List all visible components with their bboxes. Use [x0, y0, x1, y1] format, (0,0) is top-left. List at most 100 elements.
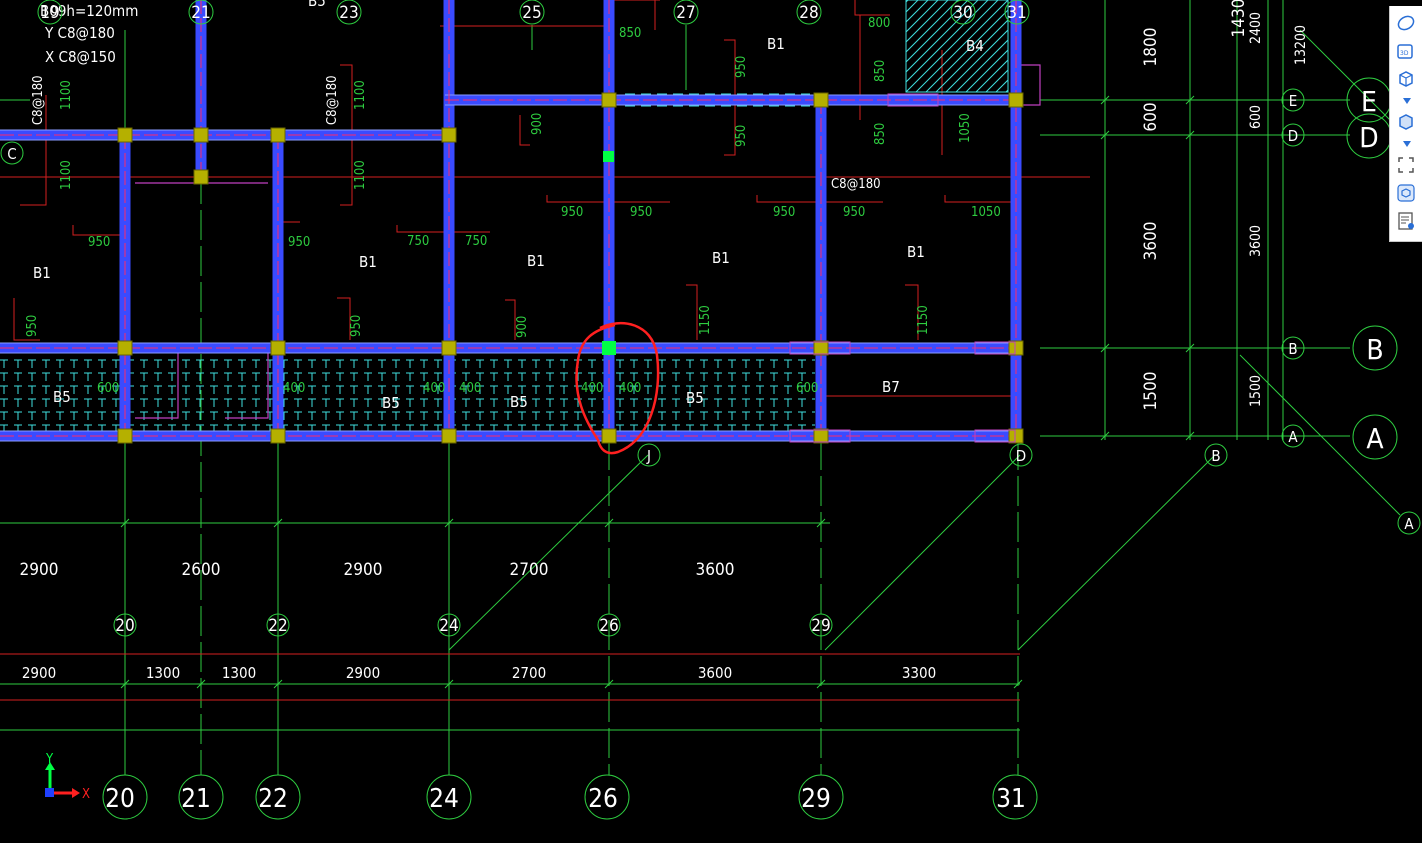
axis-bubble-B-diag: B [1204, 443, 1228, 467]
rebar-labels: C8@180 C8@180 C8@180 [31, 75, 881, 192]
highlight-annotation [575, 321, 660, 455]
beams [0, 0, 1022, 442]
slab-label: B1 [767, 35, 785, 53]
rebar-label: C8@180 [325, 75, 340, 125]
svg-text:19: 19 [40, 3, 59, 23]
axis-bubble-25: 25 [519, 0, 545, 25]
svg-text:400: 400 [459, 381, 481, 396]
svg-text:E: E [1361, 85, 1377, 118]
axis-bubble-E-big: E [1346, 77, 1392, 123]
svg-text:E: E [1289, 92, 1298, 110]
svg-text:22: 22 [258, 784, 288, 814]
diag-axis-A [1239, 354, 1401, 516]
svg-text:1100: 1100 [353, 160, 368, 190]
svg-text:3600: 3600 [1248, 225, 1264, 257]
slab-label: B5 [382, 394, 400, 412]
axis-bubble-31-bottom: 31 [992, 774, 1038, 820]
dimension-text-right-big: 1800 600 3600 1500 1430 [1141, 0, 1249, 410]
rebar-label: C8@180 [31, 75, 46, 125]
slab-label: B1 [527, 252, 545, 270]
layer-cube-icon[interactable] [1394, 181, 1418, 205]
magenta-outlines [135, 64, 1041, 419]
svg-text:A: A [1404, 515, 1414, 533]
box-view-icon[interactable] [1394, 67, 1418, 91]
properties-panel-icon[interactable] [1394, 209, 1418, 233]
diag-axis-B [1017, 454, 1216, 651]
slab-hatch-B5 [0, 359, 815, 426]
svg-text:1500: 1500 [1141, 372, 1161, 411]
svg-text:600: 600 [97, 381, 119, 396]
svg-text:22: 22 [268, 616, 287, 636]
mid-axis-bubbles: 20 22 24 26 29 [113, 613, 833, 637]
green-dims: 1100 1100 1100 1100 950 950 750 750 950 … [25, 16, 1001, 396]
selected-nodes[interactable] [602, 151, 616, 355]
axis-bubble-21: 21 [188, 0, 214, 25]
slab-label: B5 [686, 389, 704, 407]
slab-label: B1 [359, 253, 377, 271]
axis-bubble-A-big: A [1352, 414, 1398, 460]
axis-bubble-C: C [0, 141, 24, 165]
svg-text:B: B [1211, 447, 1220, 465]
svg-text:850: 850 [873, 123, 888, 145]
ucs-icon: Y X [45, 752, 90, 802]
svg-text:750: 750 [465, 234, 487, 249]
svg-text:950: 950 [734, 125, 749, 147]
top-axis-bubbles: 19 21 23 25 27 28 30 31 [37, 0, 1030, 25]
svg-text:1800: 1800 [1141, 28, 1161, 67]
svg-text:3600: 3600 [1141, 222, 1161, 261]
svg-text:2600: 2600 [182, 560, 221, 580]
svg-text:J: J [646, 447, 651, 465]
dimension-text-right-small: 2400 600 3600 1500 13200 [1248, 12, 1309, 407]
selected-grip[interactable] [603, 151, 614, 162]
columns [117, 92, 1024, 444]
svg-text:A: A [1288, 428, 1298, 446]
svg-text:1100: 1100 [59, 80, 74, 110]
svg-text:950: 950 [88, 235, 110, 250]
svg-text:25: 25 [522, 3, 541, 23]
svg-text:30: 30 [953, 3, 972, 23]
svg-text:950: 950 [349, 315, 364, 337]
svg-text:3600: 3600 [698, 664, 732, 682]
svg-text:24: 24 [429, 784, 459, 814]
slab-label: B4 [966, 37, 984, 55]
view-3d-icon[interactable]: 3D [1394, 39, 1418, 63]
svg-text:29: 29 [801, 784, 831, 814]
chevron-down-icon[interactable] [1403, 141, 1411, 147]
legend-line2: Y C8@180 [44, 24, 115, 42]
svg-text:750: 750 [407, 234, 429, 249]
svg-text:21: 21 [191, 3, 210, 23]
svg-text:1150: 1150 [698, 305, 713, 335]
axis-bubble-22-bottom: 22 [255, 774, 301, 820]
axis-bubble-D-big: D [1346, 113, 1392, 159]
fullscreen-icon[interactable] [1394, 153, 1418, 177]
box-view-alt-icon[interactable] [1394, 110, 1418, 134]
axis-bubble-20-mid: 20 [113, 613, 137, 637]
ucs-x-label: X [82, 787, 90, 802]
svg-text:21: 21 [181, 784, 211, 814]
chevron-down-icon[interactable] [1403, 98, 1411, 104]
svg-text:B: B [1366, 333, 1383, 366]
svg-text:2400: 2400 [1248, 12, 1264, 44]
axis-bubble-22-mid: 22 [266, 613, 290, 637]
legend-line1: B09h=120mm [40, 2, 138, 20]
selected-column[interactable] [602, 341, 616, 355]
axis-lines [0, 0, 1421, 775]
svg-text:1050: 1050 [958, 113, 973, 143]
orbit-tool-icon[interactable] [1394, 11, 1418, 35]
svg-text:400: 400 [423, 381, 445, 396]
svg-text:2700: 2700 [510, 560, 549, 580]
svg-text:2900: 2900 [20, 560, 59, 580]
svg-text:900: 900 [515, 316, 530, 338]
svg-text:20: 20 [105, 784, 135, 814]
svg-text:D: D [1288, 127, 1298, 145]
dim-ticks [120, 95, 1195, 689]
bottom-axis-bubbles: 20 21 22 24 26 29 31 [102, 774, 1038, 820]
svg-text:1100: 1100 [353, 80, 368, 110]
dimension-text-low: 2900 1300 1300 2900 2700 3600 3300 [22, 664, 936, 682]
slab-labels: B1 B1 B1 B1 B1 B1 B4 B5 B5 B5 B5 B7 B5 [33, 0, 984, 412]
svg-text:B: B [1288, 340, 1297, 358]
svg-text:600: 600 [796, 381, 818, 396]
svg-text:1300: 1300 [222, 664, 256, 682]
svg-text:400: 400 [581, 381, 603, 396]
